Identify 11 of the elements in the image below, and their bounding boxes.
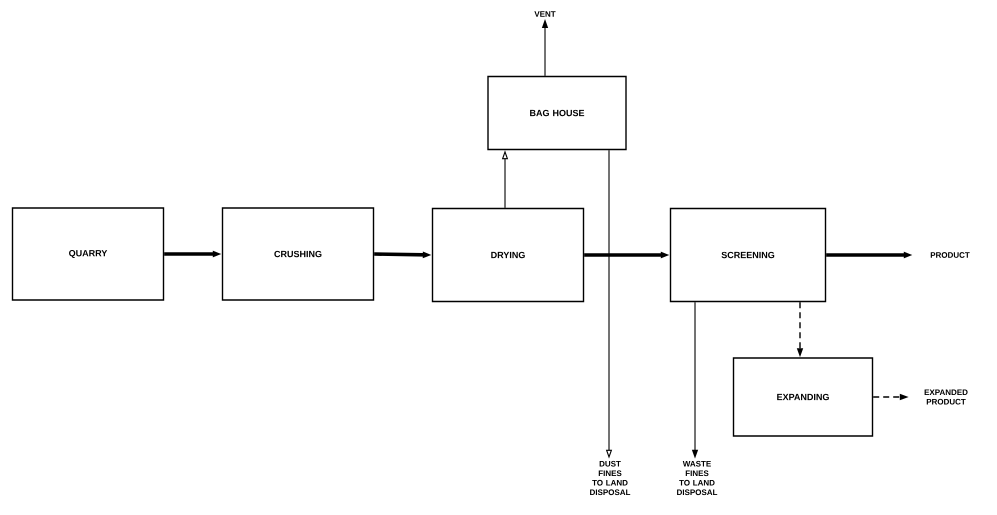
stream-label: DUST FINES TO LAND DISPOSAL xyxy=(590,460,630,496)
stream-label: EXPANDED PRODUCT xyxy=(924,389,968,405)
process-box: SCREENING xyxy=(670,208,826,302)
stream-label: WASTE FINES TO LAND DISPOSAL xyxy=(677,460,718,496)
process-box: BAG HOUSE xyxy=(487,76,627,150)
stream-label: PRODUCT xyxy=(930,252,970,258)
process-box: DRYING xyxy=(432,208,584,302)
stream-label: VENT xyxy=(534,11,556,17)
process-box: QUARRY xyxy=(12,207,164,301)
process-box: EXPANDING xyxy=(732,357,874,437)
process-box: CRUSHING xyxy=(222,207,374,301)
